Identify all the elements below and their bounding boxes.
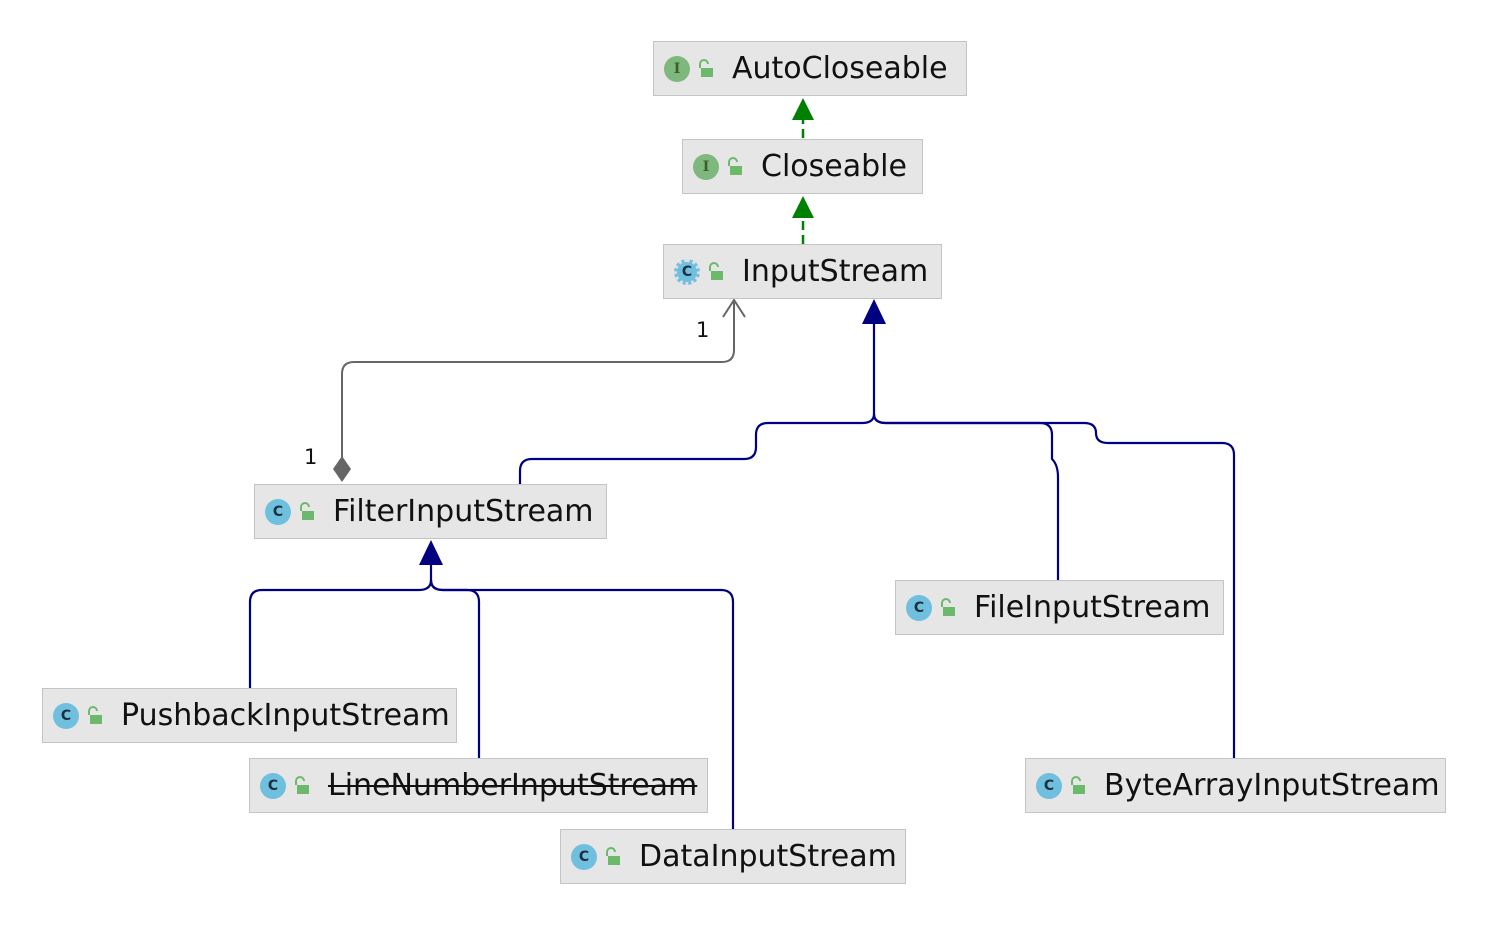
inheritance-arrowhead (862, 299, 886, 324)
class-icon: C (1036, 772, 1062, 799)
edge-pushbackinputstream-extends-filterinputstream (248, 579, 433, 688)
class-node-fileinputstream[interactable]: C FileInputStream (895, 580, 1224, 635)
class-icon: C (906, 594, 932, 621)
unlocked-padlock-icon (709, 261, 723, 280)
unlocked-padlock-icon (699, 58, 713, 77)
class-name: FileInputStream (974, 590, 1211, 625)
edge-group-filterinputstream-subclasses (248, 563, 735, 829)
edge-fileinputstream-extends-inputstream (872, 413, 1060, 580)
edge-filterinputstream-extends-inputstream (518, 413, 876, 484)
abstract-class-icon: C (674, 258, 700, 285)
unlocked-padlock-icon (941, 597, 955, 616)
multiplicity-label-target: 1 (696, 318, 710, 342)
interface-icon: I (664, 55, 690, 82)
class-node-pushbackinputstream[interactable]: C PushbackInputStream (42, 688, 457, 743)
unlocked-padlock-icon (295, 775, 309, 794)
class-name-deprecated: LineNumberInputStream (328, 768, 698, 803)
class-icon: C (265, 498, 291, 525)
class-name: ByteArrayInputStream (1104, 768, 1440, 803)
edge-closeable-extends-autocloseable (792, 98, 814, 138)
class-node-bytearrayinputstream[interactable]: C ByteArrayInputStream (1025, 758, 1446, 813)
open-arrowhead (722, 298, 746, 318)
interface-icon: I (693, 153, 719, 180)
class-node-inputstream[interactable]: C InputStream (663, 244, 942, 299)
class-name: PushbackInputStream (121, 698, 450, 733)
class-name: DataInputStream (639, 839, 897, 874)
class-node-closeable[interactable]: I Closeable (682, 139, 923, 194)
unlocked-padlock-icon (88, 705, 102, 724)
realization-arrowhead (792, 98, 814, 120)
class-node-filterinputstream[interactable]: C FilterInputStream (254, 484, 607, 539)
unlocked-padlock-icon (728, 156, 742, 175)
edge-inputstream-implements-closeable (792, 196, 814, 244)
inheritance-arrowhead (419, 540, 443, 565)
edge-filterinputstream-composition-inputstream (333, 298, 746, 482)
class-name: Closeable (761, 149, 907, 184)
edge-group-inputstream-subclasses (518, 322, 1236, 758)
unlocked-padlock-icon (606, 846, 620, 865)
class-node-autocloseable[interactable]: I AutoCloseable (653, 41, 967, 96)
class-node-linenumberinputstream[interactable]: C LineNumberInputStream (249, 758, 708, 813)
class-name: FilterInputStream (333, 494, 594, 529)
edge-datainputstream-extends-filterinputstream (429, 579, 735, 829)
class-icon: C (53, 702, 79, 729)
class-icon: C (571, 843, 597, 870)
composition-diamond (333, 456, 351, 482)
class-node-datainputstream[interactable]: C DataInputStream (560, 829, 906, 884)
class-icon: C (260, 772, 286, 799)
edge-bytearrayinputstream-extends-inputstream (872, 413, 1236, 758)
multiplicity-label-source: 1 (304, 445, 318, 469)
class-name: InputStream (742, 254, 929, 289)
realization-arrowhead (792, 196, 814, 218)
unlocked-padlock-icon (300, 501, 314, 520)
class-name: AutoCloseable (732, 51, 948, 86)
unlocked-padlock-icon (1071, 775, 1085, 794)
